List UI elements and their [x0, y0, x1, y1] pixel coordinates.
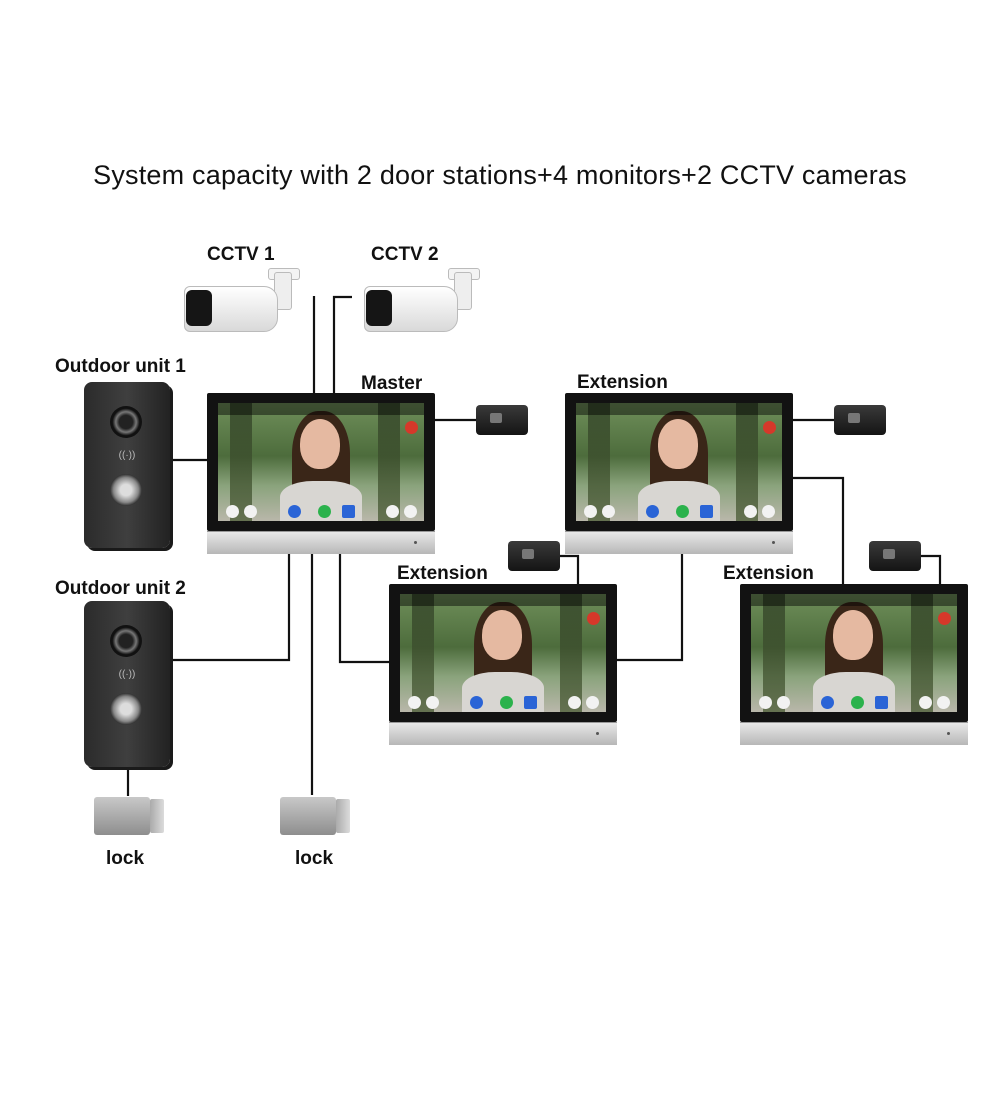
label-outdoor-unit-1: Outdoor unit 1: [55, 356, 186, 377]
power-adapter-icon: [476, 405, 528, 435]
monitor-screen: [751, 594, 957, 712]
label-extension-middle: Extension: [397, 563, 488, 584]
electric-lock-icon: [276, 795, 354, 837]
wire-master-extension1: [338, 552, 389, 664]
extension-monitor: [740, 584, 968, 745]
label-cctv1: CCTV 1: [207, 244, 275, 265]
monitor-screen: [576, 403, 782, 521]
wire-power-extension1: [560, 554, 580, 584]
extension-monitor: [565, 393, 793, 554]
door-station-icon: ((·)): [84, 382, 170, 548]
wire-extension1-extension2: [614, 552, 684, 662]
wire-outdoor2-master: [170, 552, 291, 662]
diagram-title: System capacity with 2 door stations+4 m…: [93, 160, 907, 190]
cctv-camera-icon: [184, 268, 304, 348]
label-extension-right: Extension: [723, 563, 814, 584]
power-adapter-icon: [869, 541, 921, 571]
power-adapter-icon: [508, 541, 560, 571]
wire-extension2-extension3: [792, 476, 845, 584]
master-monitor: [207, 393, 435, 554]
monitor-screen: [218, 403, 424, 521]
wire-power-extension3: [921, 554, 942, 584]
electric-lock-icon: [90, 795, 168, 837]
power-adapter-icon: [834, 405, 886, 435]
label-outdoor-unit-2: Outdoor unit 2: [55, 578, 186, 599]
label-extension-top: Extension: [577, 372, 668, 393]
wire-cctv2-master: [332, 295, 352, 394]
label-cctv2: CCTV 2: [371, 244, 439, 265]
label-lock-2: lock: [295, 848, 334, 869]
label-master: Master: [361, 373, 423, 394]
extension-monitor: [389, 584, 617, 745]
cctv-camera-icon: [364, 268, 484, 348]
door-station-icon: ((·)): [84, 601, 170, 767]
monitor-screen: [400, 594, 606, 712]
label-lock-1: lock: [106, 848, 145, 869]
